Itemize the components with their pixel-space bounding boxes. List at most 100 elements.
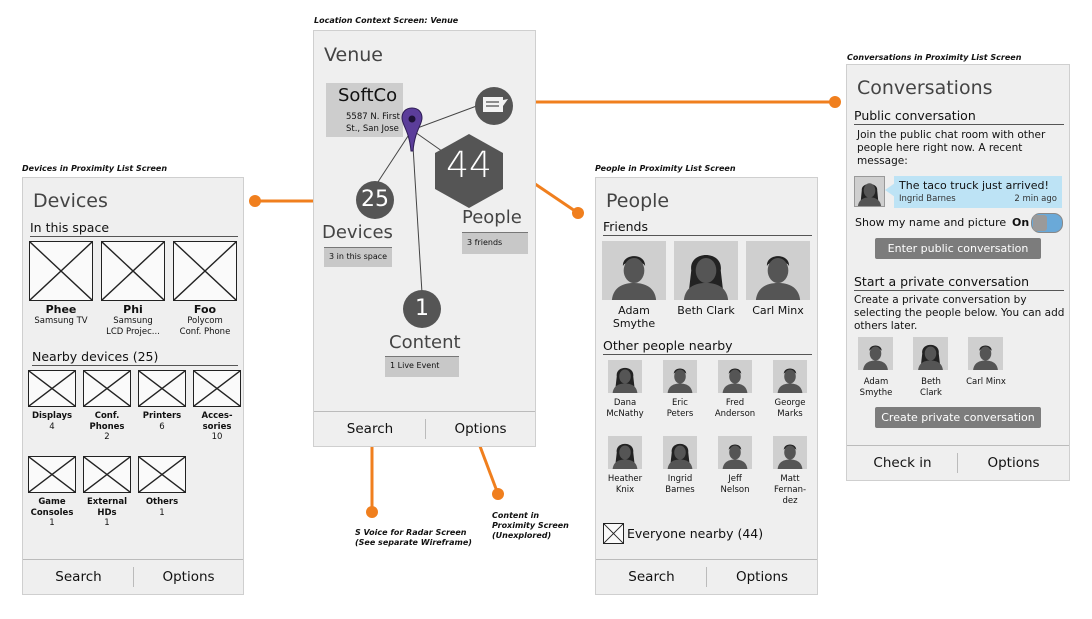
- device-category-thumbnail[interactable]: [138, 370, 186, 407]
- people-footer: Search Options: [596, 559, 817, 594]
- name-line: Beth: [921, 377, 941, 387]
- content-node[interactable]: 1: [403, 290, 441, 328]
- caption-svoice-line: S Voice for Radar Screen: [355, 528, 467, 537]
- devices-node-label[interactable]: Devices: [322, 222, 393, 243]
- private-person-avatar[interactable]: [968, 337, 1003, 370]
- check-in-button[interactable]: Check in: [873, 455, 932, 471]
- caption-content-line: Proximity Screen: [492, 521, 569, 530]
- nearby-person-avatar[interactable]: [718, 436, 752, 469]
- message-author: Ingrid Barnes: [899, 194, 956, 204]
- people-node[interactable]: [431, 132, 507, 210]
- nearby-person-avatar[interactable]: [608, 436, 642, 469]
- category-count: 1: [104, 518, 110, 528]
- conversations-node[interactable]: [475, 87, 513, 125]
- devices-title: Devices: [33, 190, 108, 212]
- person-male-icon: [777, 368, 803, 393]
- people-count: 44: [446, 145, 492, 186]
- link-conversations: [411, 103, 483, 131]
- venue-place-card[interactable]: SoftCo 5587 N. First St., San Jose: [326, 83, 403, 137]
- devices-section-here: In this space: [30, 220, 238, 237]
- search-button[interactable]: Search: [628, 569, 675, 585]
- link-content: [411, 129, 423, 294]
- device-thumbnail[interactable]: [101, 241, 165, 301]
- nearby-person-avatar[interactable]: [773, 360, 807, 393]
- private-person-name[interactable]: Carl Minx: [956, 377, 1016, 388]
- nearby-person-avatar[interactable]: [608, 360, 642, 393]
- people-node-label[interactable]: People: [462, 207, 522, 228]
- friend-avatar[interactable]: [674, 241, 738, 300]
- devices-node[interactable]: 25: [356, 181, 394, 219]
- nearby-person-avatar[interactable]: [663, 436, 697, 469]
- create-private-conversation-button[interactable]: Create private conversation: [875, 407, 1041, 428]
- people-title: People: [606, 190, 670, 212]
- friend-avatar[interactable]: [746, 241, 810, 300]
- options-button[interactable]: Options: [162, 569, 215, 585]
- devices-node-sub: 3 in this space: [324, 247, 392, 267]
- nearby-person-avatar[interactable]: [718, 360, 752, 393]
- caption-svoice: S Voice for Radar Screen (See separate W…: [355, 528, 472, 548]
- friend-avatar[interactable]: [602, 241, 666, 300]
- nearby-person-avatar[interactable]: [663, 360, 697, 393]
- category-name: Conf.: [94, 411, 120, 421]
- connector-devices-dot: [249, 195, 261, 207]
- name-line: Ingrid: [667, 474, 693, 484]
- venue-title: Venue: [324, 44, 383, 66]
- name-line: Dana: [613, 398, 637, 408]
- options-button[interactable]: Options: [735, 569, 789, 585]
- everyone-nearby-link[interactable]: Everyone nearby (44): [627, 526, 764, 541]
- device-category-thumbnail[interactable]: [83, 456, 131, 493]
- name-line: Nelson: [720, 485, 750, 495]
- friend-name[interactable]: Beth Clark: [670, 304, 742, 317]
- device-category-thumbnail[interactable]: [28, 456, 76, 493]
- text-line: message:: [857, 155, 908, 167]
- device-category-thumbnail[interactable]: [28, 370, 76, 407]
- enter-public-conversation-button[interactable]: Enter public conversation: [875, 238, 1041, 259]
- recent-message-bubble[interactable]: The taco truck just arrived! Ingrid Barn…: [894, 176, 1062, 208]
- footer-divider: [957, 453, 958, 473]
- options-button[interactable]: Options: [987, 455, 1040, 471]
- content-node-label[interactable]: Content: [389, 332, 461, 353]
- category-count: 4: [49, 421, 55, 432]
- category-name: Printers: [142, 411, 182, 421]
- everyone-nearby-icon[interactable]: [603, 523, 624, 544]
- private-person-avatar[interactable]: [858, 337, 893, 370]
- search-button[interactable]: Search: [55, 569, 102, 585]
- device-category-thumbnail[interactable]: [83, 370, 131, 407]
- friend-name[interactable]: Carl Minx: [742, 304, 814, 317]
- caption-people: People in Proximity List Screen: [595, 164, 736, 173]
- search-button[interactable]: Search: [346, 421, 394, 437]
- device-category-thumbnail[interactable]: [193, 370, 241, 407]
- nearby-person-avatar[interactable]: [773, 436, 807, 469]
- show-name-toggle[interactable]: [1031, 213, 1063, 233]
- private-person-avatar[interactable]: [913, 337, 948, 370]
- device-thumbnail[interactable]: [29, 241, 93, 301]
- device-category-thumbnail[interactable]: [138, 456, 186, 493]
- device-thumbnail[interactable]: [173, 241, 237, 301]
- person-male-icon: [611, 256, 657, 300]
- name-line: George: [774, 398, 806, 408]
- location-pin-icon[interactable]: [400, 106, 424, 152]
- options-button[interactable]: Options: [454, 421, 507, 437]
